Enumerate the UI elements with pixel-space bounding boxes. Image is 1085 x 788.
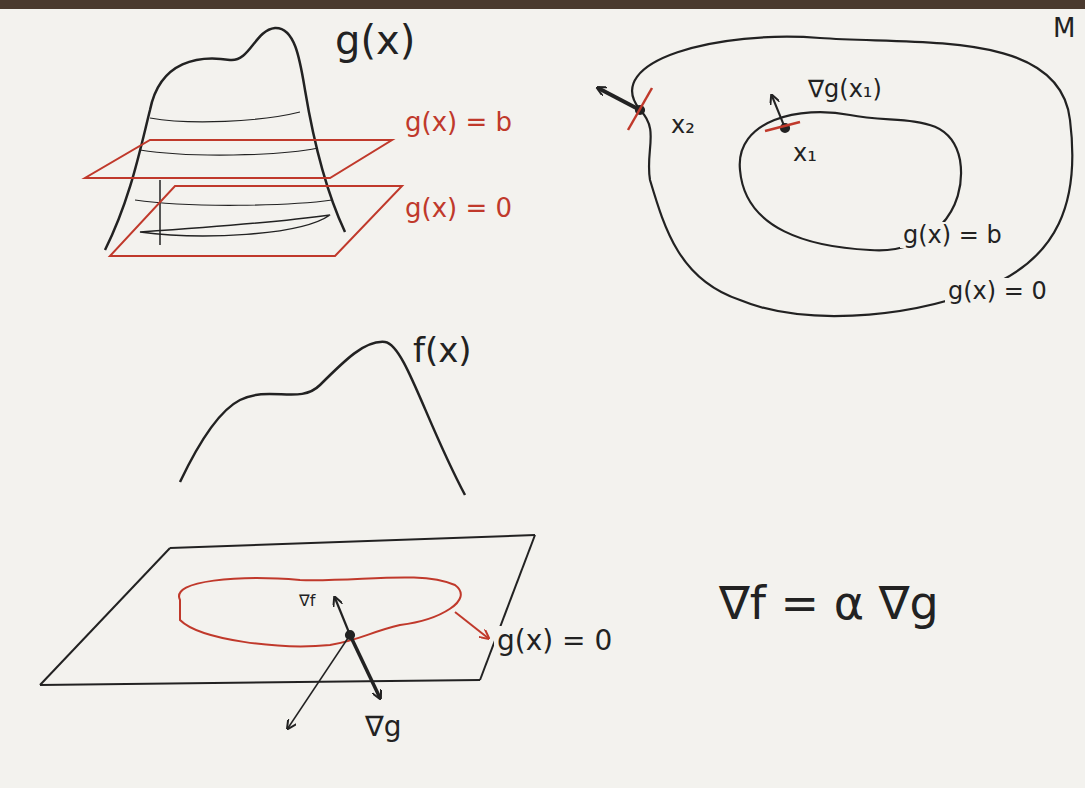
label: x₁ (790, 140, 820, 166)
label: M (1050, 14, 1078, 43)
label: g(x) = 0 (402, 194, 515, 223)
label: g(x) = 0 (494, 626, 615, 657)
label: g(x) = 0 (945, 278, 1050, 304)
tangent-ticks (628, 88, 800, 131)
table-edge (0, 0, 1085, 9)
constraint-curve (179, 577, 461, 646)
label: ∇f (296, 592, 318, 610)
label: g(x) (332, 18, 418, 62)
label: ∇g(x₁) (805, 76, 885, 102)
label: g(x) = b (402, 108, 515, 137)
label: ∇g (362, 712, 405, 743)
contour-map (598, 37, 1072, 316)
base-plane (40, 535, 535, 685)
leader-line (455, 612, 488, 638)
gradient-arrows (288, 598, 380, 728)
g-surface (105, 28, 345, 250)
label: g(x) = b (900, 222, 1005, 248)
level-planes (85, 140, 402, 256)
label: ∇f = α ∇g (716, 578, 942, 629)
label: x₂ (668, 112, 698, 138)
label: f(x) (410, 332, 475, 369)
